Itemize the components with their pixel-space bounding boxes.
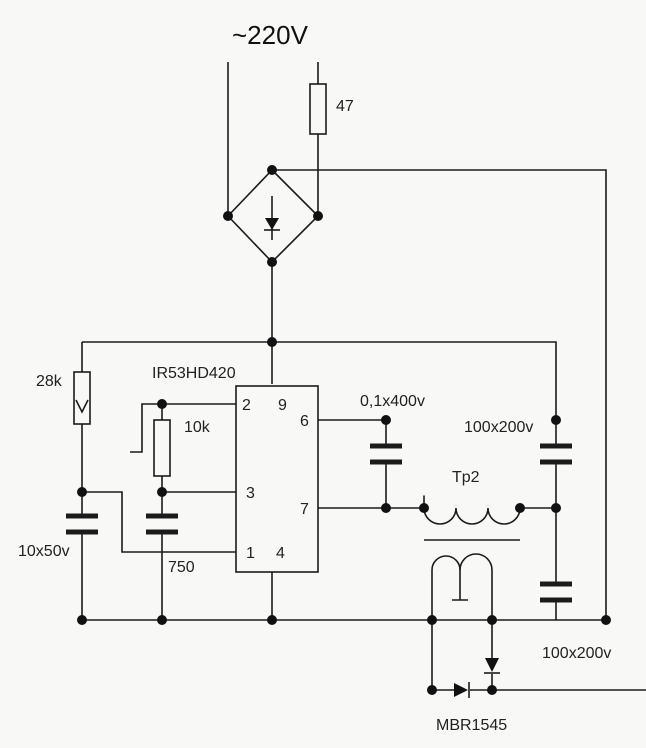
- cap-0-1x400v-label: 0,1x400v: [360, 393, 425, 410]
- wire-top-bus: [82, 341, 557, 420]
- ic-pin-1: 1: [246, 545, 255, 562]
- ic-pin-6: 6: [300, 413, 309, 430]
- transformer-tp2: [423, 495, 521, 620]
- cap-10x50v-label: 10x50v: [18, 543, 70, 560]
- bridge-diamond: [226, 168, 320, 264]
- resistor-47: [309, 83, 327, 135]
- resistor-28k-arrow: [75, 399, 89, 414]
- resistor-47-label: 47: [336, 98, 354, 115]
- ic-pin-2: 2: [242, 397, 251, 414]
- diode-mbr1545-icon: [454, 682, 470, 698]
- cap-10x50v-plates: [66, 513, 98, 535]
- diode-mbr1545-label: MBR1545: [436, 717, 507, 734]
- mains-voltage-label: ~220V: [232, 20, 309, 50]
- cap-100x200v-bottom-label: 100x200v: [542, 645, 611, 662]
- wires: [81, 62, 646, 691]
- pot-10k-label: 10k: [184, 419, 211, 436]
- cap-750-plates: [146, 513, 178, 535]
- resistor-750-label: 750: [168, 559, 195, 576]
- cap-100x200v-top-plates: [540, 443, 572, 465]
- cap-0-1x400v-plates: [370, 443, 402, 465]
- ic-ir53hd420: [235, 385, 319, 573]
- ic-name-label: IR53HD420: [152, 365, 236, 382]
- transformer-tp2-label: Tp2: [452, 469, 480, 486]
- capacitors: [66, 443, 572, 603]
- ic-pin-4: 4: [276, 545, 285, 562]
- resistor-28k-label: 28k: [36, 373, 63, 390]
- ic-pin-3: 3: [246, 485, 255, 502]
- wire-pin2: [130, 403, 236, 453]
- transformer-secondary-left: [431, 555, 468, 620]
- ic-pin-7: 7: [300, 501, 309, 518]
- pot-10k: [153, 419, 171, 477]
- transformer-secondary-right: [459, 553, 493, 620]
- ic-pin-9: 9: [278, 397, 287, 414]
- cap-100x200v-bottom-plates: [540, 581, 572, 603]
- wire-pin1: [82, 491, 236, 553]
- cap-100x200v-top-label: 100x200v: [464, 419, 533, 436]
- junction-dots: [77, 165, 611, 695]
- bridge-diode-icon: [264, 196, 280, 240]
- resistor-28k: [73, 371, 91, 425]
- wire-return-rail: [272, 169, 607, 620]
- diode-vertical-icon: [484, 658, 500, 674]
